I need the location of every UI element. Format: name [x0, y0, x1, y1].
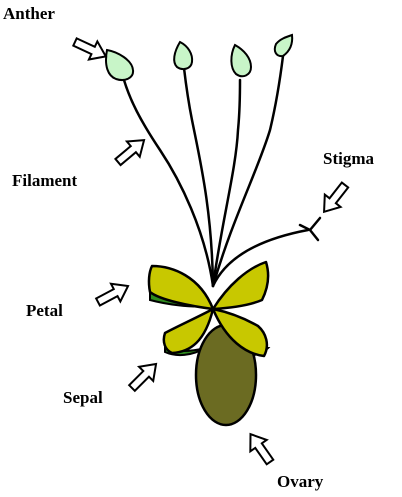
ovary-arrow-icon	[242, 428, 278, 467]
filament-arrow-icon	[112, 132, 151, 169]
anther-arrow-icon	[71, 33, 110, 65]
stigma-fork	[300, 218, 320, 240]
anther-2	[174, 42, 192, 69]
anther-3	[231, 45, 251, 76]
petal-arrow-icon	[93, 277, 132, 311]
label-filament: Filament	[12, 171, 77, 190]
stigma-arrow-icon	[316, 179, 353, 218]
sepal-arrow-icon	[125, 357, 163, 395]
filament-1	[124, 80, 213, 286]
label-stigma: Stigma	[323, 149, 375, 168]
anther-4	[275, 35, 292, 56]
label-anther: Anther	[3, 4, 55, 23]
label-petal: Petal	[26, 301, 63, 320]
filaments	[124, 56, 320, 286]
label-ovary: Ovary	[277, 472, 324, 491]
petal-upper-right	[213, 262, 268, 309]
filament-3	[213, 80, 240, 286]
anther-1	[106, 50, 133, 80]
filament-2	[184, 68, 213, 286]
label-sepal: Sepal	[63, 388, 103, 407]
anthers	[106, 35, 292, 80]
